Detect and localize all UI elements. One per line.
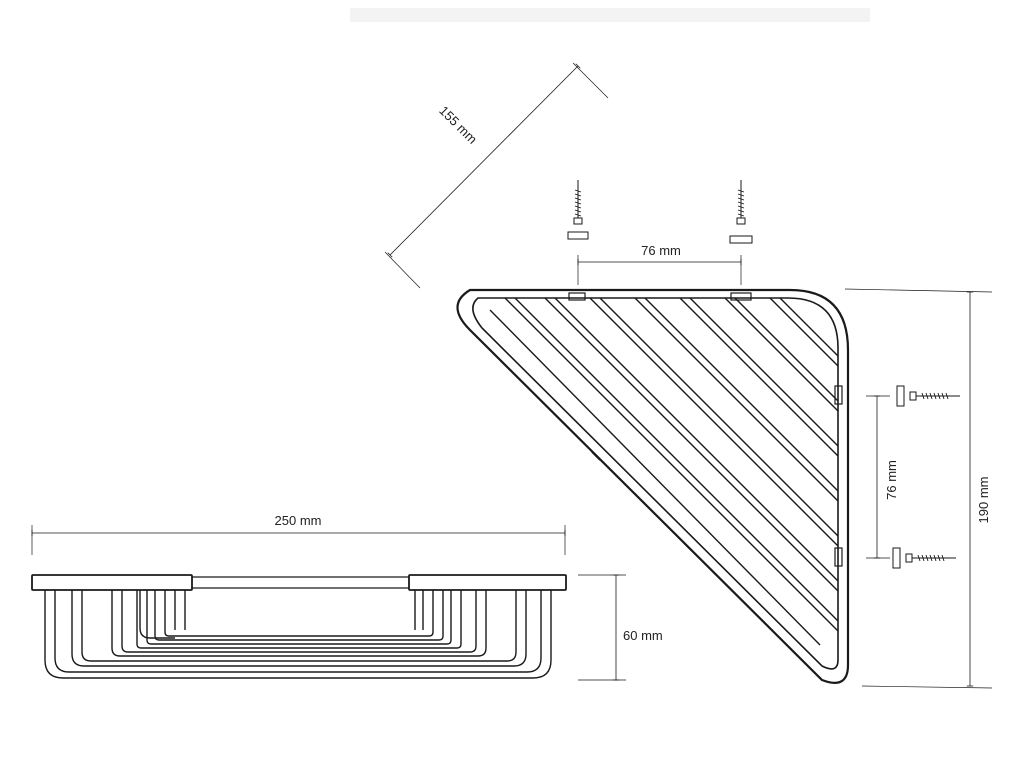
dimension-screw-top: 76 mm: [577, 243, 742, 285]
screw-icon: [909, 391, 960, 401]
basket-bars: [489, 297, 839, 646]
front-view: [31, 574, 567, 679]
wall-bracket: [730, 292, 752, 301]
width-front-label: 250 mm: [275, 513, 322, 528]
wall-plug-icon: [896, 385, 905, 407]
rim-joint: [683, 542, 693, 552]
diagonal-label: 155 mm: [436, 103, 480, 147]
screw-side-label: 76 mm: [884, 460, 899, 500]
wall-plug-icon: [567, 231, 589, 240]
screw-top-label: 76 mm: [641, 243, 681, 258]
wall-plug-icon: [729, 235, 753, 244]
rim-joint: [591, 451, 601, 461]
header-strip: [350, 8, 870, 22]
dimension-diagonal: 155 mm: [384, 62, 609, 289]
wall-bracket: [834, 547, 843, 567]
dimension-height-front: 60 mm: [578, 574, 663, 681]
front-flange-left: [31, 574, 193, 591]
dimension-width-front: 250 mm: [31, 513, 566, 555]
plan-view: [456, 288, 850, 684]
height-total-label: 190 mm: [976, 477, 991, 524]
height-front-label: 60 mm: [623, 628, 663, 643]
outer-rim: [456, 288, 850, 684]
front-flange-right: [408, 574, 567, 591]
inner-rim: [472, 297, 839, 670]
screw-icon: [573, 180, 583, 225]
wall-plug-icon: [892, 547, 901, 569]
screw-icon: [905, 553, 956, 563]
front-wires: [44, 590, 552, 679]
screw-icon: [736, 180, 746, 225]
dimension-height-total: 190 mm: [844, 288, 993, 689]
wall-bracket: [568, 292, 586, 301]
wall-bracket: [834, 385, 843, 405]
dimension-screw-side: 76 mm: [866, 395, 899, 559]
